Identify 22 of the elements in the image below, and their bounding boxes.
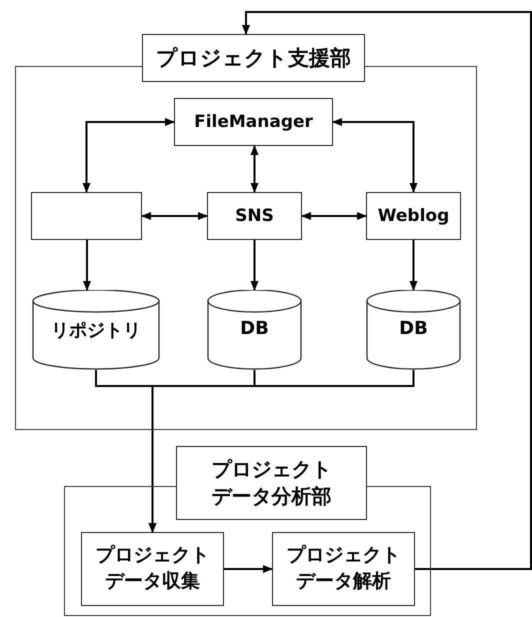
arrow bbox=[250, 240, 258, 291]
arrow bbox=[148, 370, 414, 533]
group-title-box: プロジェクト支援部 bbox=[142, 34, 365, 82]
arrow bbox=[301, 212, 367, 220]
arrow bbox=[242, 11, 532, 570]
process-box bbox=[31, 192, 142, 240]
arrow bbox=[410, 240, 418, 291]
cylinder-label: DB bbox=[398, 318, 429, 339]
group-title-box: プロジェクトデータ分析部 bbox=[176, 446, 367, 520]
process-box: プロジェクトデータ収集 bbox=[81, 532, 224, 606]
process-box: Weblog bbox=[366, 192, 461, 240]
arrow bbox=[83, 240, 91, 291]
process-box: FileManager bbox=[174, 98, 333, 146]
cylinder-label: DB bbox=[239, 318, 270, 339]
arrow bbox=[141, 212, 208, 220]
cylinder-label: リポジトリ bbox=[50, 319, 142, 342]
arrow bbox=[82, 118, 175, 193]
process-box: SNS bbox=[207, 192, 302, 240]
arrow bbox=[250, 145, 258, 193]
arrow bbox=[224, 565, 273, 573]
process-box: プロジェクトデータ解析 bbox=[272, 532, 415, 606]
arrow bbox=[332, 118, 418, 193]
